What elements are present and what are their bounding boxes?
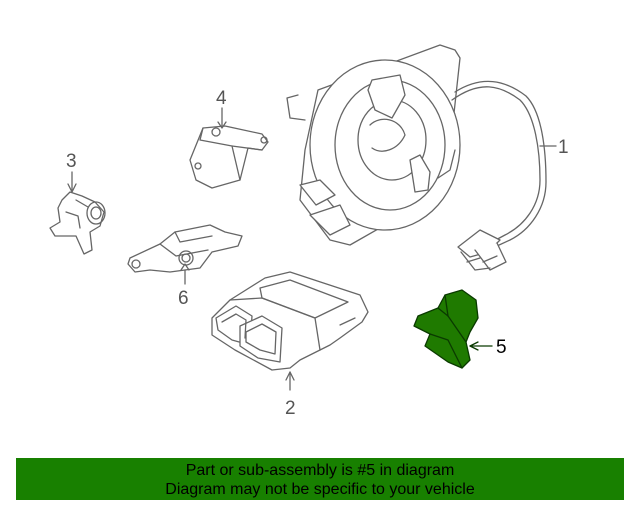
callout-4: 4	[216, 88, 227, 109]
callout-2: 2	[285, 398, 296, 419]
callout-5: 5	[496, 337, 507, 358]
banner-line-disclaimer: Diagram may not be specific to your vehi…	[165, 481, 475, 498]
part-6-sensor	[127, 224, 243, 285]
callout-3: 3	[66, 151, 77, 172]
callout-1: 1	[558, 137, 569, 158]
part-1-clock-spring	[286, 44, 557, 271]
part-3-sensor	[49, 171, 106, 255]
part-5-highlighted-sensor	[413, 289, 493, 369]
banner-line-part-number: Part or sub-assembly is #5 in diagram	[185, 462, 455, 479]
part-4-sensor	[189, 107, 269, 189]
callout-6: 6	[178, 288, 189, 309]
info-banner: Part or sub-assembly is #5 in diagram Di…	[16, 458, 624, 500]
part-2-control-module	[211, 271, 369, 391]
